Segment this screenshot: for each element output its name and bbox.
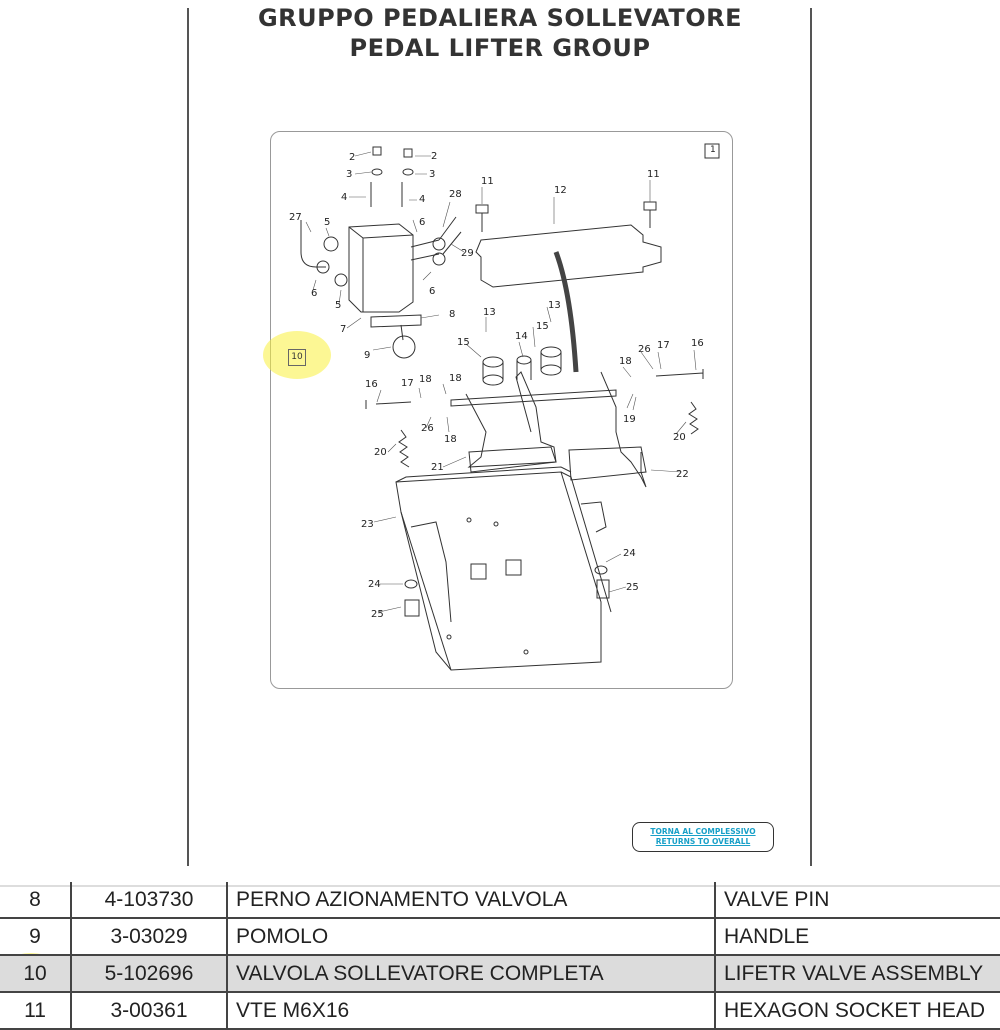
callout-19: 19: [623, 414, 636, 425]
callout-28: 28: [449, 189, 462, 200]
title-english: PEDAL LIFTER GROUP: [349, 34, 651, 62]
spring-right: [688, 401, 699, 435]
left-border-line: [187, 8, 189, 866]
sheet-number-box: [704, 143, 720, 159]
callout-26: 26: [638, 344, 651, 355]
description-en-cell: LIFETR VALVE ASSEMBLY: [714, 955, 1000, 993]
callout-17: 17: [657, 340, 670, 351]
return-to-overall-button[interactable]: TORNA AL COMPLESSIVO RETURNS TO OVERALL: [632, 822, 774, 852]
ref-cell: 10: [0, 955, 71, 993]
callout-13: 13: [548, 300, 561, 311]
callout-29: 29: [461, 248, 474, 259]
code-cell: 5-102696: [70, 955, 227, 993]
callout-18: 18: [619, 356, 632, 367]
callout-24: 24: [623, 548, 636, 559]
callout-box-10[interactable]: 10: [288, 349, 306, 366]
callout-11: 11: [481, 176, 494, 187]
callout-4: 4: [341, 192, 347, 203]
callout-24: 24: [368, 579, 381, 590]
description-it-cell: VTE M6X16: [226, 992, 715, 1030]
base-frame: [395, 471, 602, 671]
callout-11: 11: [647, 169, 660, 180]
callout-25: 25: [371, 609, 384, 620]
ref-cell: 8: [0, 882, 71, 919]
callout-15: 15: [457, 337, 470, 348]
callout-2: 2: [431, 151, 437, 162]
code-cell: 4-103730: [70, 882, 227, 919]
back-button-label-it[interactable]: TORNA AL COMPLESSIVO: [650, 827, 756, 836]
callout-8: 8: [449, 309, 455, 320]
callout-18: 18: [444, 434, 457, 445]
callout-20: 20: [673, 432, 686, 443]
callout-6: 6: [311, 288, 317, 299]
description-it-cell: PERNO AZIONAMENTO VALVOLA: [226, 882, 715, 919]
callout-12: 12: [554, 185, 567, 196]
pedal-plate: [475, 224, 662, 288]
description-en-cell: HANDLE: [714, 918, 1000, 956]
callout-highlight: [263, 331, 331, 379]
callout-22: 22: [676, 469, 689, 480]
back-button-label-en[interactable]: RETURNS TO OVERALL: [655, 837, 751, 846]
title-italian: GRUPPO PEDALIERA SOLLEVATORE: [257, 4, 743, 32]
callout-3: 3: [346, 169, 352, 180]
callout-9: 9: [364, 350, 370, 361]
description-en-cell: HEXAGON SOCKET HEAD: [714, 992, 1000, 1030]
callout-21: 21: [431, 462, 444, 473]
callout-6: 6: [419, 217, 425, 228]
callout-26: 26: [421, 423, 434, 434]
pedal-left: [468, 446, 557, 473]
spring-left: [398, 429, 410, 468]
callout-5: 5: [324, 217, 330, 228]
valve-pin: [370, 314, 422, 328]
knob: [392, 335, 416, 359]
ref-cell: 11: [0, 992, 71, 1030]
parts-page: GRUPPO PEDALIERA SOLLEVATORE PEDAL LIFTE…: [0, 4, 1000, 1030]
callout-18: 18: [449, 373, 462, 384]
callout-20: 20: [374, 447, 387, 458]
description-it-cell: VALVOLA SOLLEVATORE COMPLETA: [226, 955, 715, 993]
callout-13: 13: [483, 307, 496, 318]
callout-4: 4: [419, 194, 425, 205]
pedal-right: [568, 446, 647, 481]
callout-14: 14: [515, 331, 528, 342]
callout-2: 2: [349, 152, 355, 163]
callout-16: 16: [691, 338, 704, 349]
callout-17: 17: [401, 378, 414, 389]
callout-27: 27: [289, 212, 302, 223]
callout-3: 3: [429, 169, 435, 180]
exploded-drawing: 2233442811121127566296587913131515142617…: [289, 143, 720, 671]
pedal-shaft: [450, 389, 617, 407]
callout-5: 5: [335, 300, 341, 311]
description-it-cell: POMOLO: [226, 918, 715, 956]
code-cell: 3-00361: [70, 992, 227, 1030]
callout-7: 7: [340, 324, 346, 335]
callout-18: 18: [419, 374, 432, 385]
callout-16: 16: [365, 379, 378, 390]
callout-6: 6: [429, 286, 435, 297]
right-border-line: [810, 8, 812, 866]
sheet-number: 1: [710, 145, 716, 155]
callout-23: 23: [361, 519, 374, 530]
valve-body: [348, 223, 414, 313]
description-en-cell: VALVE PIN: [714, 882, 1000, 919]
ref-cell: 9: [0, 918, 71, 956]
callout-25: 25: [626, 582, 639, 593]
callout-15: 15: [536, 321, 549, 332]
code-cell: 3-03029: [70, 918, 227, 956]
